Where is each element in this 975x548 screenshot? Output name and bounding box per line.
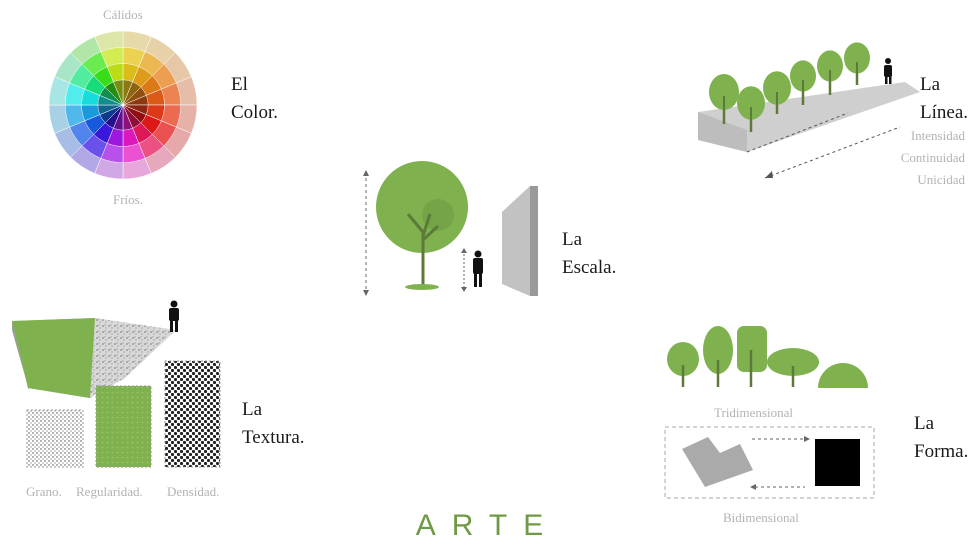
tree-canopy [709,74,739,110]
texture-label: La Textura. [242,396,305,452]
color-label: El Color. [231,71,278,127]
texture-label-line2: Textura. [242,427,305,448]
color-wheel [48,30,198,180]
line-label-line2: Línea. [920,102,969,123]
texture-caption-regularidad: Regularidad. [76,484,143,499]
line-path-illustration [698,42,920,179]
tree-canopy [763,71,791,105]
form-illustration [664,326,875,499]
tree-columnar [737,326,767,372]
warm-colors-label: Cálidos [103,7,143,22]
tree-canopy [817,50,843,82]
color-label-line2: Color. [231,102,278,123]
tree-oval [703,326,733,374]
form-label-line2: Forma. [914,441,969,462]
texture-caption-densidad: Densidad. [167,484,220,499]
scale-illustration [363,161,538,296]
texture-label-line1: La [242,399,263,420]
color-label-line1: El [231,74,248,95]
tree-canopy [844,42,870,74]
line-quality-unicidad: Unicidad [917,172,965,187]
tree-dome [818,363,868,388]
scale-label: La Escala. [562,226,616,282]
line-label-line1: La [920,74,941,95]
page-title: ARTE [415,509,560,542]
line-quality-continuidad: Continuidad [900,150,965,165]
tree-spreading [767,348,819,376]
line-qualities: Intensidad Continuidad Unicidad [901,125,965,191]
form-2d-label: Bidimensional [723,510,799,525]
texture-caption-grano: Grano. [26,484,62,499]
color-wheel-segment [113,79,124,106]
line-quality-intensidad: Intensidad [910,128,965,143]
form-label: La Forma. [914,410,968,466]
tree-canopy [790,60,816,92]
tree-round [667,342,699,376]
cool-colors-label: Fríos. [113,192,143,207]
form-label-line1: La [914,413,935,434]
person-icon [884,58,892,84]
scale-label-line2: Escala. [562,257,617,278]
tree-canopy [737,86,765,120]
form-3d-label: Tridimensional [714,405,793,420]
texture-illustration [12,300,221,468]
line-label: La Línea. [920,71,968,127]
scale-label-line1: La [562,229,583,250]
